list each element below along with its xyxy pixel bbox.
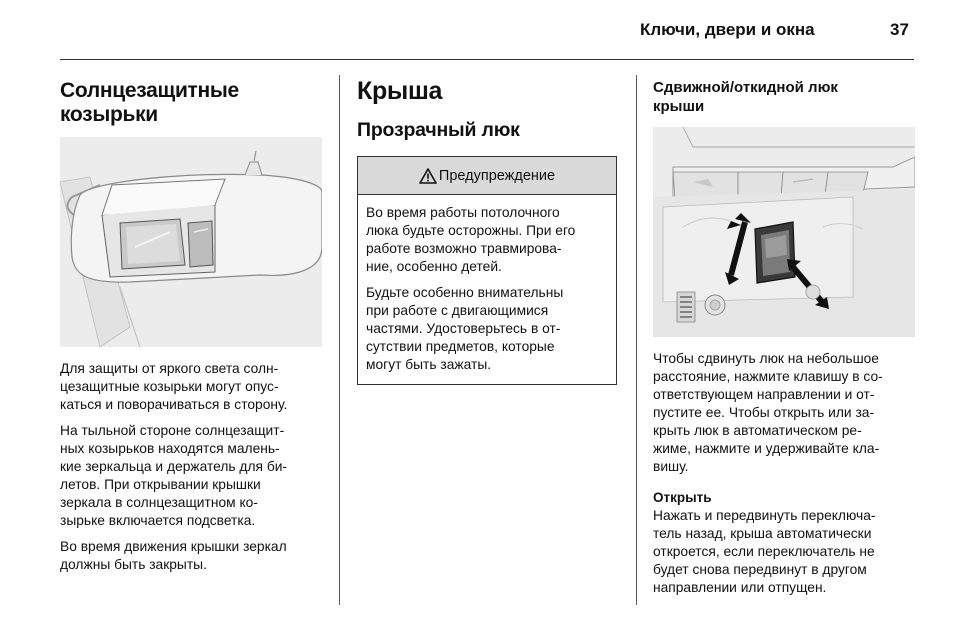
sliding-sunroof-text: Чтобы сдвинуть люк на небольшое расстоян… [653, 350, 915, 597]
column-roof: Крыша Прозрачный люк Предупреждение Во в… [357, 75, 617, 385]
warning-header: Предупреждение [358, 157, 616, 195]
paragraph: Во время движения крышки зеркал должны б… [60, 539, 287, 572]
column-sliding-sunroof: Сдвижной/откидной люк крыши [653, 75, 916, 597]
column-divider-1 [339, 75, 340, 605]
warning-icon [419, 167, 437, 184]
paragraph: Для защиты от яркого света солн- цезащит… [60, 361, 288, 412]
paragraph: Чтобы сдвинуть люк на небольшое расстоян… [653, 351, 883, 474]
warning-box: Предупреждение Во время работы потолочно… [357, 156, 617, 385]
section-heading-sun-visors: Солнцезащитные козырьки [60, 79, 239, 126]
sun-visor-text: Для защиты от яркого света солн- цезащит… [60, 360, 322, 574]
sunroof-switch-illustration [653, 126, 916, 337]
column-sun-visors: Солнцезащитные козырьки Для защиты от яр… [59, 75, 323, 574]
paragraph: Нажать и передвинуть переключа- тель наз… [653, 508, 876, 595]
paragraph: На тыльной стороне солнцезащит- ных козы… [60, 423, 288, 528]
section-heading-roof: Крыша [357, 77, 443, 105]
open-label: Открыть [653, 490, 712, 505]
paragraph: Будьте особенно внимательны при работе с… [366, 285, 564, 372]
warning-title: Предупреждение [438, 167, 556, 184]
page-number: 37 [890, 20, 909, 39]
chapter-title: Ключи, двери и окна [640, 20, 815, 39]
paragraph: Во время работы потолочного люка будьте … [366, 205, 576, 274]
column-divider-2 [636, 75, 637, 605]
warning-body: Во время работы потолочного люка будьте … [358, 195, 616, 384]
header-divider [60, 59, 914, 60]
subheading-transparent-sunroof: Прозрачный люк [357, 119, 520, 141]
section-heading-sliding-sunroof: Сдвижной/откидной люк крыши [653, 79, 838, 115]
sun-visor-illustration [59, 137, 323, 348]
